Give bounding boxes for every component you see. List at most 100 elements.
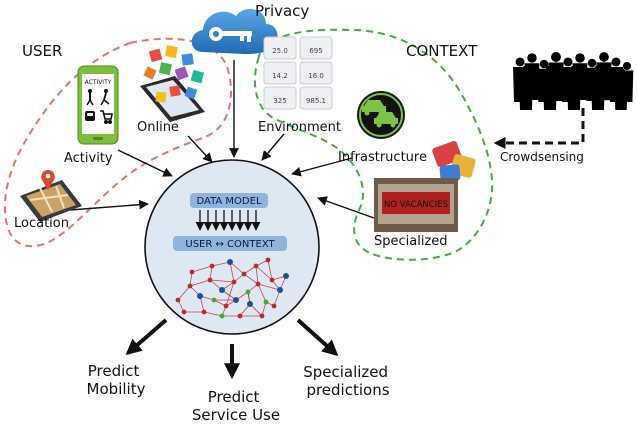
network-node (265, 257, 271, 263)
cart-icon (100, 110, 113, 125)
user-context-pill (173, 236, 287, 251)
network-node (175, 297, 181, 303)
network-edge (255, 265, 259, 285)
privacy-label: Privacy (255, 2, 309, 20)
network-node (283, 273, 289, 279)
no-vacancies-text: NO VACANCIES (384, 200, 448, 210)
network-edge (255, 265, 273, 281)
network-node (201, 309, 207, 315)
network-node (259, 313, 265, 319)
predict-service-label: Predict Service Use (192, 388, 280, 424)
network-node (269, 277, 275, 283)
context-boundary (253, 28, 494, 261)
network-edge (267, 259, 273, 281)
arrow-location (69, 199, 149, 211)
environment-label: Environment (258, 120, 341, 135)
network-node (227, 259, 233, 265)
network-edge (229, 261, 245, 275)
model-down-arrows (195, 210, 261, 231)
bus-icon (85, 111, 95, 121)
output-arrows (125, 318, 339, 380)
location-label: Location (14, 216, 69, 231)
run-icon (100, 89, 110, 106)
person-silhouette (519, 65, 533, 110)
walk-icon (86, 89, 94, 106)
network-edge (177, 285, 191, 301)
specialized-predictions-line-1: Specialized (303, 363, 388, 381)
network-node (219, 313, 225, 319)
network-edge (229, 261, 235, 283)
network-node (241, 271, 247, 277)
network-edge (189, 279, 211, 287)
network-graph (175, 257, 289, 319)
network-node (253, 263, 259, 269)
environment-sensor-grid: 25.0 695 14.2 16.0 325 985.1 (263, 36, 333, 110)
crowd-icon (513, 52, 634, 110)
network-edge (257, 283, 267, 303)
network-node (197, 293, 203, 299)
data-model-pill (190, 193, 268, 208)
network-node (219, 287, 225, 293)
specialized-predictions-label: Specialized predictions (303, 363, 393, 399)
network-edge (191, 265, 213, 273)
infrastructure-traffic-icon (357, 91, 405, 139)
network-edge (209, 279, 235, 283)
data-model-label: DATA MODEL (196, 196, 261, 207)
map-pin-icon (41, 170, 55, 190)
input-arrows (69, 60, 375, 219)
network-node (223, 303, 229, 309)
activity-label: Activity (64, 151, 113, 166)
environment-tile-value: 25.0 (272, 47, 288, 55)
predict-service-line-2: Service Use (192, 406, 280, 424)
predict-service-line-1: Predict (208, 388, 260, 406)
network-node (263, 299, 269, 305)
arrow-infrastructure (291, 157, 353, 177)
arrow-predict-mobility (125, 318, 168, 356)
network-edge (243, 273, 259, 285)
network-node (207, 277, 213, 283)
network-node (245, 289, 251, 295)
environment-tile-value: 325 (273, 97, 286, 105)
user-context-label: USER ↔ CONTEXT (185, 239, 275, 250)
environment-tile-value: 14.2 (272, 72, 288, 80)
predict-mobility-label: Predict Mobility (87, 362, 146, 398)
environment-tile (263, 61, 297, 85)
environment-tile-value: 16.0 (308, 72, 324, 80)
environment-tile (299, 61, 333, 85)
environment-tile-value: 985.1 (306, 97, 326, 105)
person-silhouette (614, 67, 628, 110)
activity-phone-icon: ACTIVITY (77, 65, 119, 145)
network-node (189, 269, 195, 275)
specialized-predictions-line-2: predictions (306, 381, 389, 399)
network-node (231, 279, 237, 285)
network-nodes (175, 257, 289, 319)
environment-tile (299, 36, 333, 60)
network-node (255, 281, 261, 287)
network-edge (203, 311, 223, 317)
network-node (237, 313, 243, 319)
network-edge (261, 301, 267, 317)
predict-mobility-line-1: Predict (88, 362, 140, 380)
crowdsensing-label: Crowdsensing (500, 150, 584, 164)
user-group-label: USER (22, 42, 62, 60)
person-silhouette (543, 65, 557, 110)
privacy-cloud-icon (191, 9, 278, 54)
activity-screen-title: ACTIVITY (85, 79, 112, 86)
network-node (277, 287, 283, 293)
arrow-specialized (317, 196, 375, 219)
network-edge (225, 281, 235, 307)
arrow-environment (261, 133, 285, 161)
context-group-label: CONTEXT (406, 42, 478, 60)
arrow-crowdsensing (493, 108, 585, 149)
network-node (271, 303, 277, 309)
environment-tile (263, 36, 297, 60)
environment-tile (299, 86, 333, 110)
no-vacancies-sign-icon: NO VACANCIES (374, 178, 458, 232)
environment-tile-value: 695 (309, 47, 322, 55)
arrow-activity (117, 149, 173, 177)
online-apps-icon (140, 45, 205, 122)
arrow-specialized-predictions (296, 318, 339, 357)
network-node (233, 297, 239, 303)
